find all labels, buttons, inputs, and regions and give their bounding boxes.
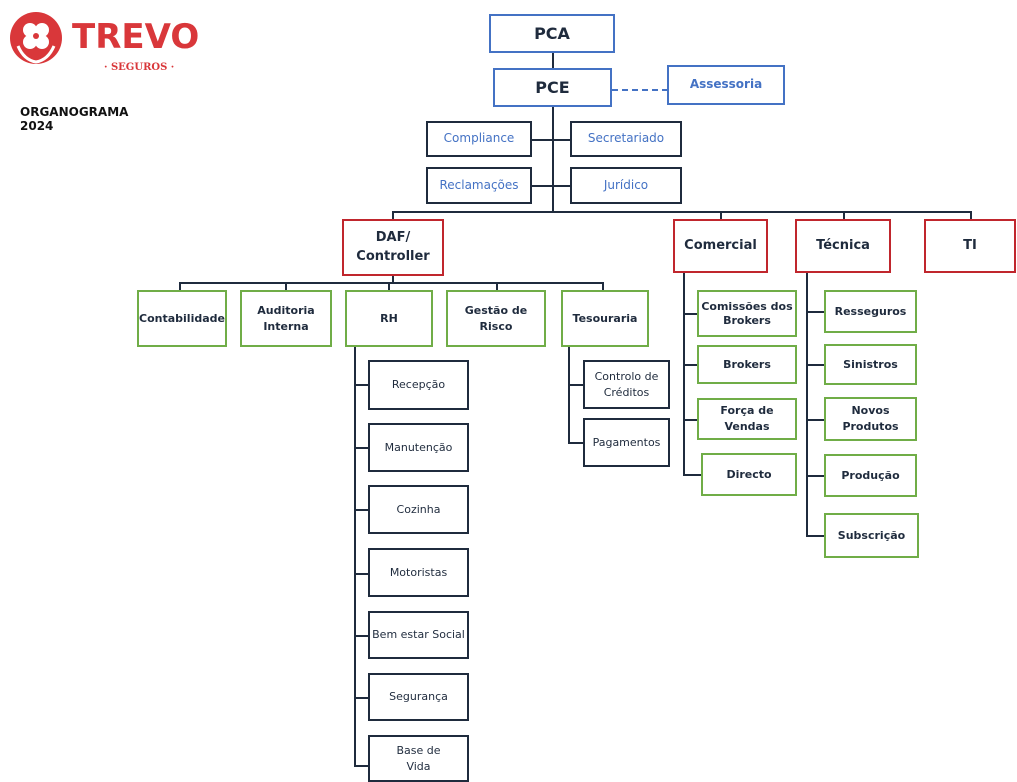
node-seguranca: Segurança: [368, 673, 469, 721]
node-directo: Directo: [701, 453, 797, 496]
connector: [806, 475, 824, 477]
connector: [602, 282, 604, 292]
connector: [354, 447, 368, 449]
node-manutencao: Manutenção: [368, 423, 469, 472]
connector: [720, 211, 722, 221]
node-resseguros: Resseguros: [824, 290, 917, 333]
connector: [354, 509, 368, 511]
connector: [683, 313, 697, 315]
connector: [354, 697, 368, 699]
brand-tagline: · SEGUROS ·: [104, 62, 174, 73]
connector: [683, 474, 701, 476]
node-reclamacoes: Reclamações: [426, 167, 532, 204]
brand-name: TREVO: [72, 17, 199, 57]
node-brokers: Brokers: [697, 345, 797, 384]
connector: [843, 211, 845, 221]
node-ti: TI: [924, 219, 1016, 273]
connector: [683, 419, 697, 421]
node-bem-estar-social: Bem estar Social: [368, 611, 469, 659]
node-compliance: Compliance: [426, 121, 532, 157]
node-rececao: Recepção: [368, 360, 469, 410]
node-gestao-de-risco: Gestão de Risco: [446, 290, 546, 347]
connector: [806, 535, 824, 537]
node-assessoria: Assessoria: [667, 65, 785, 105]
connector: [496, 282, 498, 292]
node-sinistros: Sinistros: [824, 344, 917, 385]
node-pce: PCE: [493, 68, 612, 107]
node-tecnica: Técnica: [795, 219, 891, 273]
connector: [354, 346, 356, 765]
connector: [179, 282, 604, 284]
node-pagamentos: Pagamentos: [583, 418, 670, 467]
node-producao: Produção: [824, 454, 917, 497]
connector: [392, 211, 972, 213]
node-novos-produtos: Novos Produtos: [824, 397, 917, 441]
connector: [806, 419, 824, 421]
clover-in-hands-icon: TREVO · SEGUROS ·: [10, 12, 199, 73]
connector: [354, 573, 368, 575]
connector: [354, 384, 368, 386]
node-motoristas: Motoristas: [368, 548, 469, 597]
connector: [552, 52, 554, 68]
node-subscricao: Subscrição: [824, 513, 919, 558]
node-daf-controller: DAF/ Controller: [342, 219, 444, 276]
chart-title: ORGANOGRAMA 2024: [20, 105, 129, 133]
node-base-de-vida: Base de Vida: [368, 735, 469, 782]
node-comercial: Comercial: [673, 219, 768, 273]
node-forca-de-vendas: Força de Vendas: [697, 398, 797, 440]
trevo-logo: TREVO · SEGUROS ·: [8, 8, 208, 78]
connector: [683, 272, 685, 475]
connector: [532, 185, 570, 187]
node-cozinha: Cozinha: [368, 485, 469, 534]
connector: [683, 364, 697, 366]
connector: [354, 765, 368, 767]
node-secretariado: Secretariado: [570, 121, 682, 157]
connector: [568, 442, 584, 444]
connector: [806, 364, 824, 366]
node-contabilidade: Contabilidade: [137, 290, 227, 347]
connector: [568, 346, 570, 444]
node-pca: PCA: [489, 14, 615, 53]
connector: [970, 211, 972, 221]
dashed-connector: [612, 89, 668, 91]
connector: [552, 107, 554, 213]
connector: [388, 282, 390, 292]
node-comissoes-dos-brokers: Comissões dos Brokers: [697, 290, 797, 337]
node-controlo-de-creditos: Controlo de Créditos: [583, 360, 670, 409]
node-juridico: Jurídico: [570, 167, 682, 204]
connector: [532, 139, 570, 141]
connector: [354, 635, 368, 637]
connector: [806, 272, 808, 537]
node-tesouraria: Tesouraria: [561, 290, 649, 347]
node-rh: RH: [345, 290, 433, 347]
connector: [392, 276, 394, 284]
connector: [179, 282, 181, 292]
connector: [806, 311, 824, 313]
node-auditoria-interna: Auditoria Interna: [240, 290, 332, 347]
connector: [568, 384, 584, 386]
connector: [285, 282, 287, 292]
connector: [392, 211, 394, 221]
